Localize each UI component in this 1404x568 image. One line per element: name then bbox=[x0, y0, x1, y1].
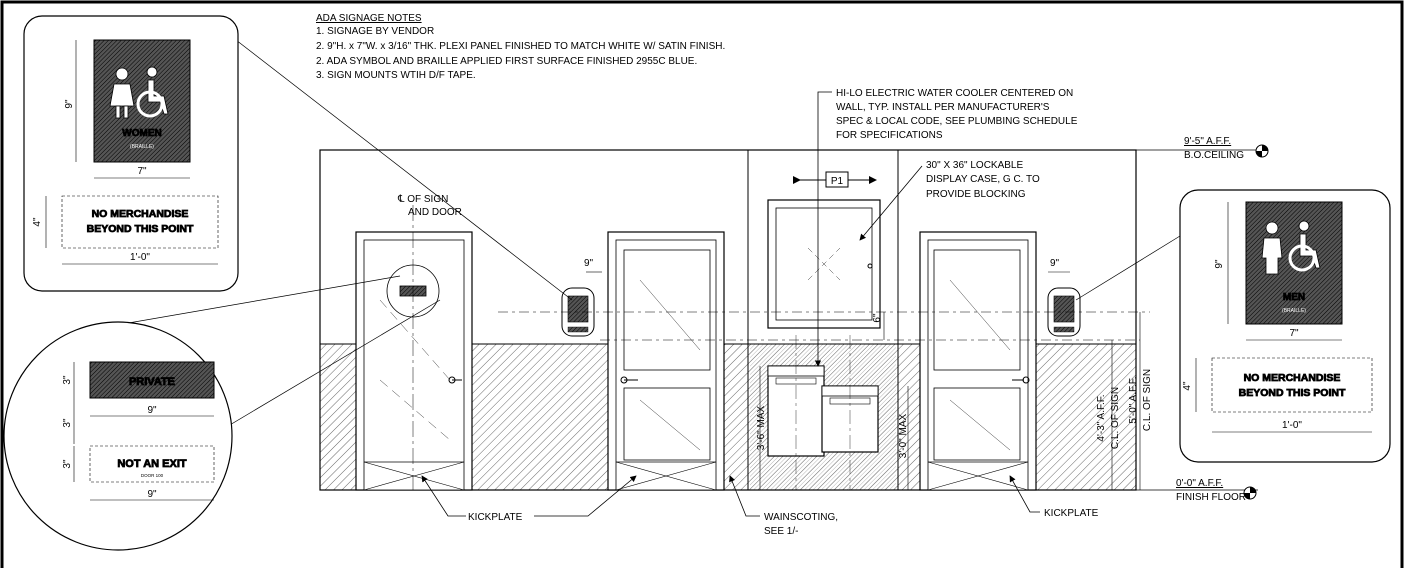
panel-line: NO MERCHANDISE bbox=[1244, 372, 1341, 384]
callout-wainscoting: WAINSCOTING, SEE 1/- bbox=[729, 475, 838, 537]
dim-text: 3'-6" MAX bbox=[756, 405, 767, 450]
callout-line: 30" X 36" LOCKABLE bbox=[926, 160, 1023, 171]
not-exit-sign-detail bbox=[89, 445, 215, 483]
dim-text: 1'-0" bbox=[1282, 420, 1302, 431]
ada-notes: ADA SIGNAGE NOTES 1. SIGNAGE BY VENDOR 2… bbox=[316, 13, 725, 81]
dim-text: 3" bbox=[62, 459, 73, 469]
women-sign bbox=[93, 39, 191, 163]
dim-text: 1'-0" bbox=[130, 252, 150, 263]
panel-line: BEYOND THIS POINT bbox=[1239, 387, 1346, 399]
callout-kickplate-left: KICKPLATE bbox=[421, 475, 637, 523]
callout-line: AND DOOR bbox=[408, 207, 462, 218]
elev-value: 0'-0" A.F.F. bbox=[1176, 478, 1223, 489]
panel-line: BEYOND THIS POINT bbox=[87, 223, 194, 235]
door-2 bbox=[607, 231, 725, 491]
men-merch-panel bbox=[1211, 357, 1373, 413]
private-label: PRIVATE bbox=[129, 376, 175, 388]
detail-women: WOMEN (BRAILLE) 9" 7" NO MERCHANDISE BEY… bbox=[23, 15, 239, 292]
dim-text: 9" bbox=[147, 489, 157, 500]
wall-elevation bbox=[319, 149, 1258, 491]
p1-callout: P1 bbox=[793, 171, 877, 188]
dim-text: 7" bbox=[1289, 328, 1299, 339]
elev-value: 9'-5" A.F.F. bbox=[1184, 136, 1231, 147]
dim-text: C.L. OF SIGN bbox=[1110, 387, 1121, 449]
notes-line: 2. 9"H. x 7"W. x 3/16" THK. PLEXI PANEL … bbox=[316, 41, 725, 52]
dim-text: 9" bbox=[64, 99, 75, 109]
dim-text: 3" bbox=[62, 375, 73, 385]
dim-text: 3" bbox=[62, 418, 73, 428]
men-braille: (BRAILLE) bbox=[1282, 308, 1306, 314]
men-pictogram-icon bbox=[1261, 220, 1321, 275]
callout-display-case: 30" X 36" LOCKABLE DISPLAY CASE, G C. TO… bbox=[859, 160, 1040, 241]
callout-line: KICKPLATE bbox=[468, 512, 523, 523]
dim-text: 4'-3" A.F.F. bbox=[1096, 394, 1107, 441]
women-merch-panel bbox=[61, 195, 219, 249]
callout-line: WAINSCOTING, bbox=[764, 512, 838, 523]
women-sign-label: WOMEN bbox=[122, 128, 161, 139]
notes-line: 3. SIGN MOUNTS WTIH D/F TAPE. bbox=[316, 70, 476, 81]
detail-leader bbox=[87, 275, 401, 331]
callout-line: WALL, TYP. INSTALL PER MANUFACTURER'S bbox=[836, 102, 1050, 113]
men-sign-label: MEN bbox=[1283, 292, 1305, 303]
notes-line: 2. ADA SYMBOL AND BRAILLE APPLIED FIRST … bbox=[316, 56, 697, 67]
dim-text: 9" bbox=[1214, 259, 1225, 269]
callout-line: FOR SPECIFICATIONS bbox=[836, 130, 943, 141]
dim-text: 9" bbox=[1050, 258, 1060, 269]
private-sign-detail bbox=[89, 361, 215, 399]
callout-cl-sign: ℄ OF SIGN AND DOOR bbox=[397, 194, 462, 218]
dim-text: 5'-0" A.F.F. bbox=[1128, 376, 1139, 423]
callout-line: SPEC & LOCAL CODE, SEE PLUMBING SCHEDULE bbox=[836, 116, 1078, 127]
women-braille: (BRAILLE) bbox=[130, 144, 154, 150]
dim-text: 7" bbox=[137, 166, 147, 177]
not-exit-sub: DOOR 100 bbox=[141, 473, 164, 478]
detail-leader bbox=[1075, 235, 1181, 301]
p1-tag: P1 bbox=[831, 176, 844, 187]
women-pictogram-icon bbox=[109, 66, 169, 119]
display-case bbox=[767, 199, 881, 329]
callout-line: HI-LO ELECTRIC WATER COOLER CENTERED ON bbox=[836, 88, 1073, 99]
detail-leader bbox=[235, 39, 573, 301]
detail-men: MEN (BRAILLE) 9" 7" NO MERCHANDISE BEYON… bbox=[1179, 189, 1391, 463]
notes-line: 1. SIGNAGE BY VENDOR bbox=[316, 26, 434, 37]
not-exit-label: NOT AN EXIT bbox=[117, 458, 187, 470]
callout-line: SEE 1/- bbox=[764, 526, 798, 537]
dim-text: 4" bbox=[1182, 381, 1193, 391]
callout-kickplate-right: KICKPLATE bbox=[1009, 475, 1099, 519]
dim-text: 3'-0" MAX bbox=[898, 413, 909, 458]
dim-text: 4" bbox=[32, 217, 43, 227]
elevation-floor: 0'-0" A.F.F. FINISH FLOOR bbox=[1176, 478, 1257, 503]
callout-line: PROVIDE BLOCKING bbox=[926, 189, 1026, 200]
elevation-ceiling: 9'-5" A.F.F. B.O.CEILING bbox=[1184, 136, 1269, 161]
dim-text: 6" bbox=[872, 313, 883, 323]
wall-sign-men bbox=[1047, 287, 1081, 337]
notes-title: ADA SIGNAGE NOTES bbox=[316, 13, 422, 24]
detail-door-signs: PRIVATE 3" 9" 3" NOT AN EXIT DOOR 100 3"… bbox=[3, 321, 233, 551]
elev-label: B.O.CEILING bbox=[1184, 150, 1244, 161]
wall-outline bbox=[319, 149, 1137, 491]
dim-annotations: 9" 9" 6" 3'-6" MAX 3'-0" MAX 4'-3" A.F.F… bbox=[584, 258, 1153, 490]
elev-label: FINISH FLOOR bbox=[1176, 492, 1246, 503]
door-1 bbox=[355, 231, 473, 491]
callout-line: ℄ OF SIGN bbox=[397, 194, 448, 205]
callout-water-cooler: HI-LO ELECTRIC WATER COOLER CENTERED ON … bbox=[814, 88, 1078, 367]
dim-text: C.L. OF SIGN bbox=[1142, 369, 1153, 431]
callout-line: KICKPLATE bbox=[1044, 508, 1099, 519]
dim-text: 9" bbox=[584, 258, 594, 269]
callout-line: DISPLAY CASE, G C. TO bbox=[926, 174, 1040, 185]
men-sign bbox=[1245, 201, 1343, 325]
dim-text: 9" bbox=[147, 405, 157, 416]
door-3 bbox=[919, 231, 1037, 491]
panel-line: NO MERCHANDISE bbox=[92, 208, 189, 220]
